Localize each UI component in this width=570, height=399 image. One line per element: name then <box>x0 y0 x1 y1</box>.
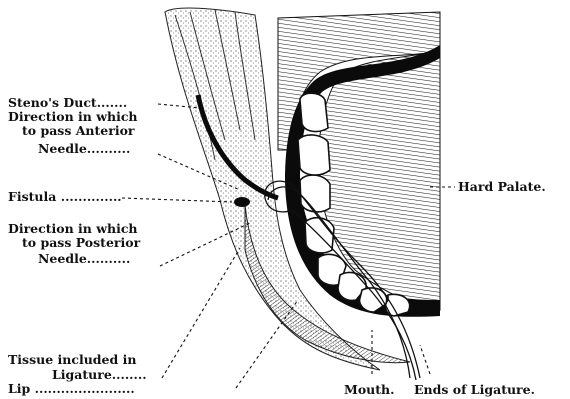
label-fistula: Fistula .............. <box>8 190 122 204</box>
label-lip: Lip ....................... <box>8 382 135 396</box>
label-posterior-line3: Needle.......... <box>38 252 130 266</box>
label-ends-of-ligature: Ends of Ligature. <box>414 383 535 397</box>
label-tissue-line2: Ligature........ <box>52 368 147 382</box>
label-hard-palate: Hard Palate. <box>458 180 546 194</box>
fistula <box>234 197 250 207</box>
label-stenos-duct: Steno's Duct....... <box>8 96 127 110</box>
label-posterior-line1: Direction in which <box>8 222 138 236</box>
label-posterior-line2: to pass Posterior <box>22 236 140 250</box>
label-mouth: Mouth. <box>344 383 394 397</box>
label-anterior-line2: to pass Anterior <box>22 124 135 138</box>
label-anterior-line1: Direction in which <box>8 110 138 124</box>
label-anterior-line3: Needle.......... <box>38 142 130 156</box>
label-tissue-line1: Tissue included in <box>8 353 136 367</box>
